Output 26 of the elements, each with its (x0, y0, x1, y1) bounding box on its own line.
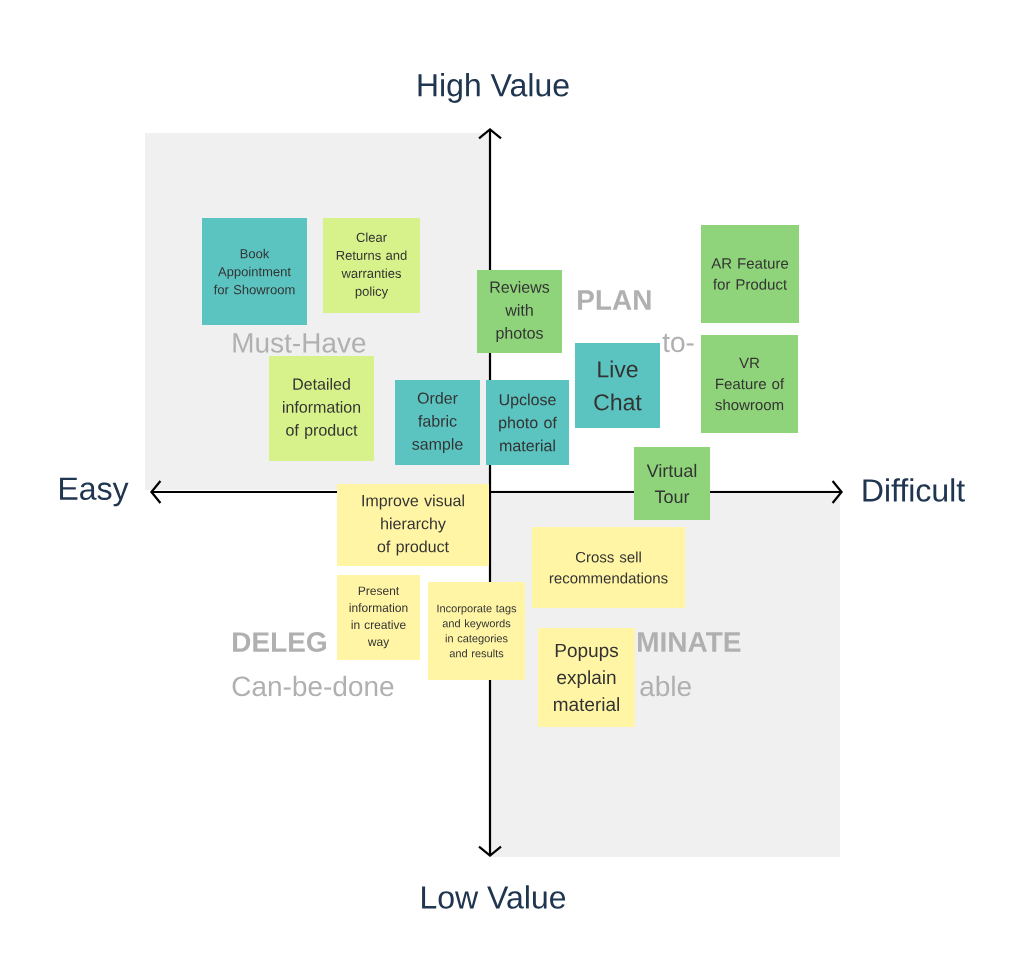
sticky-note: AR Feature for Product (701, 225, 799, 323)
sticky-note: Present information in creative way (337, 575, 420, 660)
quadrant-subtitle: Can-be-done (232, 675, 394, 697)
sticky-note: Clear Returns and warranties policy (323, 218, 420, 313)
axis-label: Easy (60, 477, 129, 507)
axis-label: Low Value (422, 885, 566, 909)
quadrant-subtitle: able (640, 675, 691, 697)
sticky-note: Virtual Tour (634, 447, 710, 520)
sticky-note: Improve visual hierarchy of product (337, 484, 489, 566)
axis-label: High Value (418, 73, 569, 103)
sticky-note: Live Chat (575, 343, 660, 428)
sticky-note: Popups explain material (538, 628, 635, 727)
quadrant-subtitle: Must-Have (233, 333, 366, 353)
sticky-note: Reviews with photos (477, 270, 562, 353)
quadrant-title: MINATE (638, 632, 741, 652)
quadrant-subtitle: to- (662, 333, 694, 353)
sticky-note: Order fabric sample (395, 380, 480, 465)
sticky-note: Incorporate tags and keywords in categories and results (428, 582, 525, 680)
axis-label: Difficult (863, 478, 965, 502)
sticky-note: Upclose photo of material (486, 380, 569, 465)
sticky-note: Cross sell recommendations (532, 527, 685, 608)
sticky-note: Detailed information of product (269, 356, 374, 461)
sticky-note: VR Feature of showroom (701, 335, 798, 433)
quadrant-title: DELEG (233, 632, 326, 652)
sticky-note: Book Appointment for Showroom (202, 218, 307, 325)
quadrant-title: PLAN (578, 290, 651, 310)
